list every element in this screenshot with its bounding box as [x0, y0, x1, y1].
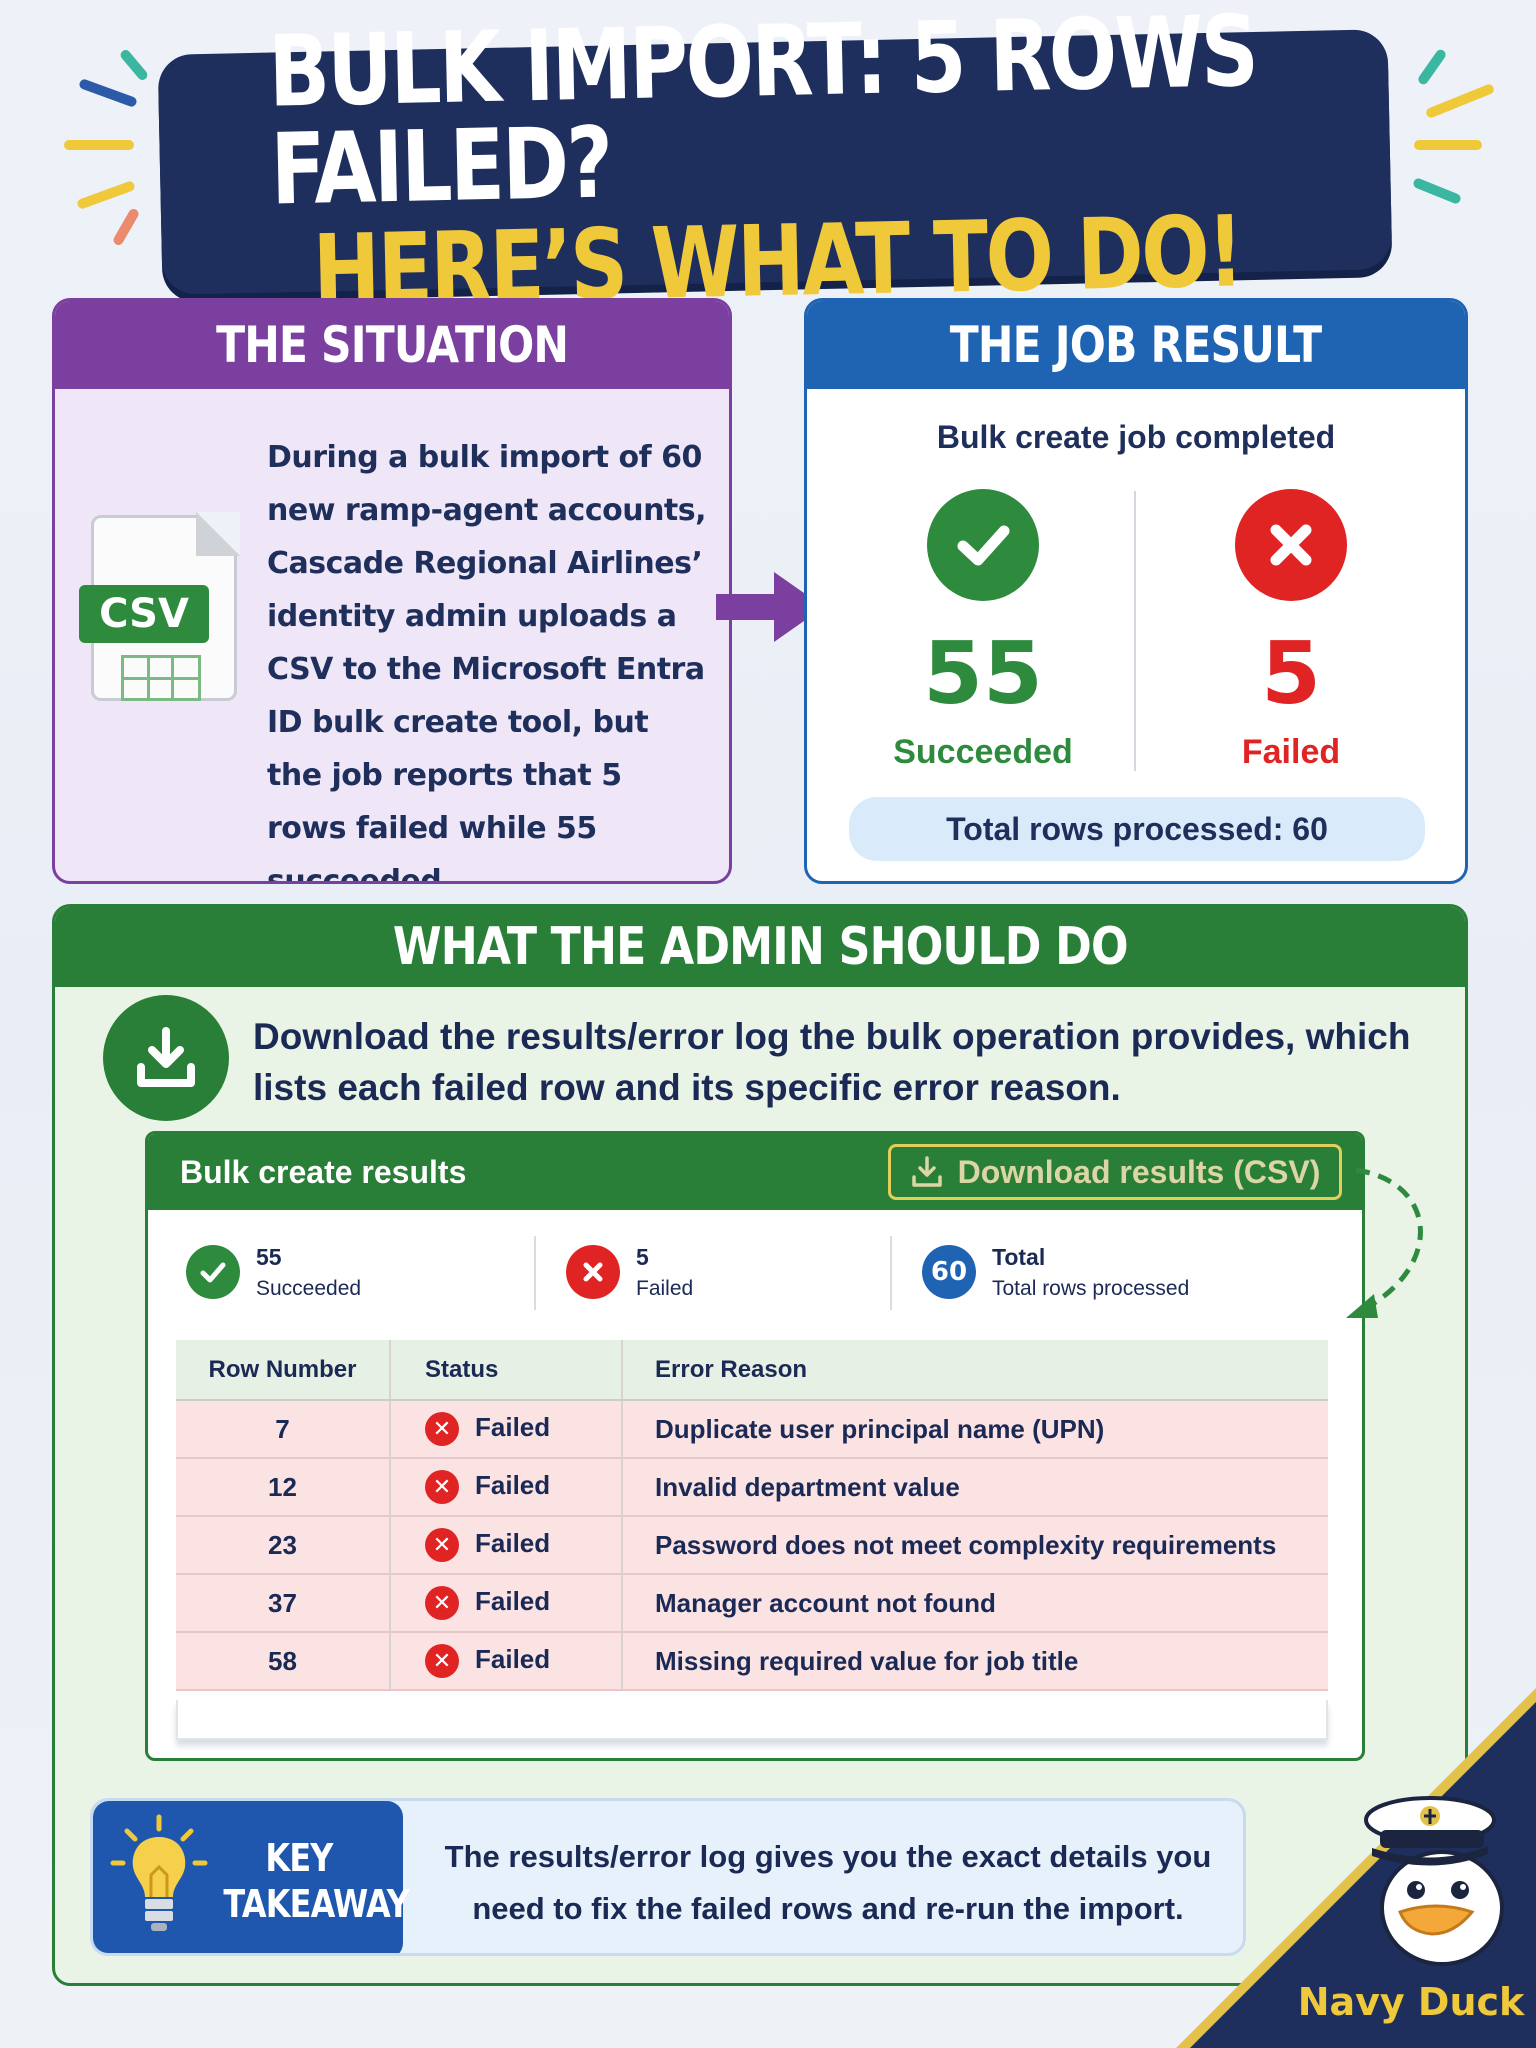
download-icon	[103, 995, 229, 1121]
summary-total-value: Total	[992, 1243, 1046, 1270]
x-icon: ✕	[425, 1412, 459, 1447]
results-card-title: Bulk create results	[180, 1153, 467, 1190]
row-number-cell: 23	[176, 1516, 391, 1575]
summary-succeeded: 55 Succeeded	[186, 1230, 361, 1314]
download-icon	[911, 1156, 942, 1187]
x-icon: ✕	[425, 1528, 459, 1563]
summary-total-label: Total rows processed	[992, 1276, 1190, 1300]
situation-heading: THE SITUATION	[55, 301, 729, 389]
table-footer	[176, 1700, 1328, 1740]
admin-instruction: Download the results/error log the bulk …	[253, 1016, 1411, 1108]
check-icon	[927, 489, 1039, 601]
job-result-heading: THE JOB RESULT	[807, 301, 1465, 389]
row-number-cell: 37	[176, 1574, 391, 1633]
row-number-cell: 58	[176, 1632, 391, 1691]
download-results-label: Download results (CSV)	[957, 1153, 1321, 1190]
situation-text: During a bulk import of 60 new ramp-agen…	[267, 440, 707, 884]
row-number-cell: 7	[176, 1400, 391, 1459]
key-takeaway: KEY TAKEAWAY The results/error log gives…	[90, 1798, 1246, 1956]
status-cell: ✕Failed	[390, 1632, 623, 1691]
title-line-1: BULK IMPORT: 5 ROWS FAILED?	[267, 0, 1258, 228]
table-row: 12 ✕Failed Invalid department value	[176, 1458, 1328, 1517]
summary-succeeded-label: Succeeded	[256, 1276, 362, 1300]
summary-divider	[890, 1236, 892, 1310]
results-card: Bulk create results Download results (CS…	[145, 1131, 1365, 1761]
count-badge: 60	[922, 1245, 976, 1299]
table-row: 58 ✕Failed Missing required value for jo…	[176, 1632, 1328, 1691]
summary-succeeded-value: 55	[256, 1243, 282, 1270]
download-results-button[interactable]: Download results (CSV)	[888, 1144, 1342, 1200]
x-icon: ✕	[425, 1470, 459, 1505]
arrow-right-icon	[716, 572, 824, 642]
results-table: Row Number Status Error Reason 7 ✕Failed…	[176, 1340, 1328, 1691]
brand-name: Navy Duck	[1297, 1980, 1525, 2024]
x-icon: ✕	[425, 1644, 459, 1679]
status-cell: ✕Failed	[390, 1516, 623, 1575]
x-icon	[566, 1245, 620, 1299]
status-cell: ✕Failed	[390, 1400, 623, 1459]
error-reason-cell: Duplicate user principal name (UPN)	[622, 1400, 1328, 1459]
summary-failed: 5 Failed	[566, 1230, 693, 1314]
total-rows-pill: Total rows processed: 60	[849, 797, 1425, 861]
table-row: 23 ✕Failed Password does not meet comple…	[176, 1516, 1328, 1575]
page-title: BULK IMPORT: 5 ROWS FAILED? HERE’S WHAT …	[157, 0, 1393, 329]
row-number-cell: 12	[176, 1458, 391, 1517]
check-icon	[186, 1245, 240, 1299]
summary-total: 60 Total Total rows processed	[922, 1230, 1189, 1314]
failed-stat: 5 Failed	[1141, 489, 1441, 772]
column-header-status: Status	[390, 1340, 623, 1401]
key-takeaway-badge: KEY TAKEAWAY	[93, 1801, 410, 1953]
failed-label: Failed	[1241, 733, 1341, 771]
summary-failed-value: 5	[636, 1243, 649, 1270]
table-header-row: Row Number Status Error Reason	[176, 1340, 1328, 1401]
table-row: 7 ✕Failed Duplicate user principal name …	[176, 1400, 1328, 1459]
spreadsheet-grid-icon	[121, 655, 201, 701]
admin-action-heading: WHAT THE ADMIN SHOULD DO	[55, 907, 1465, 987]
status-cell: ✕Failed	[390, 1574, 623, 1633]
summary-failed-label: Failed	[636, 1276, 694, 1300]
succeeded-label: Succeeded	[893, 733, 1073, 771]
results-card-header: Bulk create results Download results (CS…	[148, 1134, 1362, 1210]
error-reason-cell: Missing required value for job title	[622, 1632, 1328, 1691]
error-reason-cell: Manager account not found	[622, 1574, 1328, 1633]
succeeded-stat: 55 Succeeded	[833, 489, 1133, 772]
table-row: 37 ✕Failed Manager account not found	[176, 1574, 1328, 1633]
csv-file-label: CSV	[79, 585, 209, 643]
error-reason-cell: Invalid department value	[622, 1458, 1328, 1517]
x-icon	[1235, 489, 1347, 601]
status-cell: ✕Failed	[390, 1458, 623, 1517]
job-status-subtitle: Bulk create job completed	[936, 419, 1336, 455]
failed-count: 5	[1261, 624, 1321, 724]
results-summary: 55 Succeeded 5 Failed 60 Total Total row…	[148, 1230, 1362, 1314]
navy-duck-mascot	[1364, 1796, 1504, 1966]
situation-panel: THE SITUATION CSV During a bulk import o…	[52, 298, 732, 884]
column-header-error-reason: Error Reason	[622, 1340, 1328, 1401]
summary-divider	[534, 1236, 536, 1310]
job-result-panel: THE JOB RESULT Bulk create job completed…	[804, 298, 1468, 884]
csv-file-icon: CSV	[79, 512, 240, 701]
lightbulb-icon	[110, 1814, 208, 1931]
succeeded-count: 55	[923, 624, 1043, 724]
curved-arrow-icon	[1346, 1167, 1423, 1318]
x-icon: ✕	[425, 1586, 459, 1621]
key-takeaway-title: KEY TAKEAWAY	[223, 1836, 410, 1926]
error-reason-cell: Password does not meet complexity requir…	[622, 1516, 1328, 1575]
column-header-row-number: Row Number	[176, 1340, 391, 1401]
key-takeaway-text: The results/error log gives you the exac…	[444, 1839, 1212, 1926]
stat-divider	[1134, 491, 1136, 771]
